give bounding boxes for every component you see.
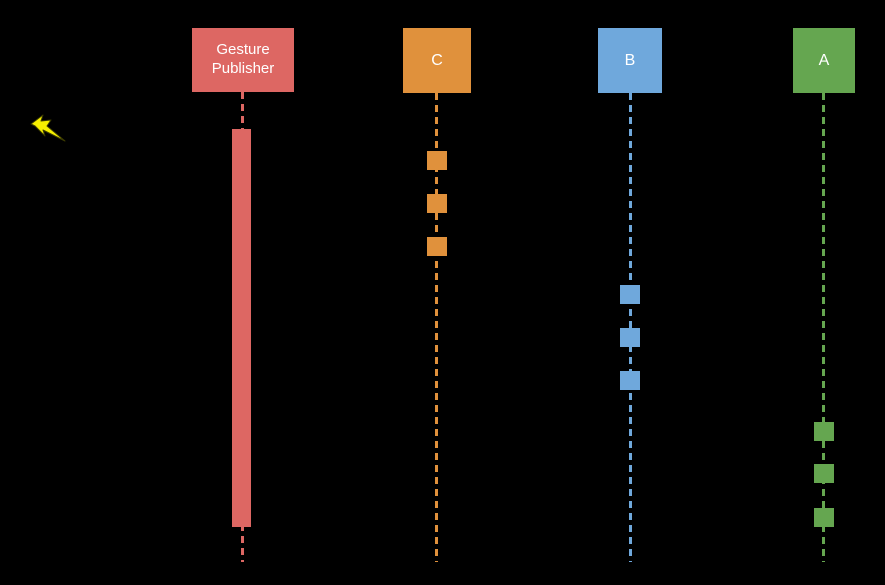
actor-gesture-publisher: Gesture Publisher <box>192 28 294 92</box>
actor-b: B <box>598 28 662 93</box>
actor-c: C <box>403 28 471 93</box>
lifeline-a <box>822 93 825 562</box>
activation-marker-c-2 <box>427 194 447 213</box>
actor-a: A <box>793 28 855 93</box>
actor-label-gesture-publisher: Gesture Publisher <box>211 41 275 77</box>
activation-marker-a-2 <box>814 464 834 483</box>
activation-bar-gesture-publisher <box>232 129 251 527</box>
activation-marker-c-1 <box>427 151 447 170</box>
lightning-bolt-icon <box>30 114 66 142</box>
actor-label-c: C <box>431 51 443 69</box>
activation-marker-a-1 <box>814 422 834 441</box>
activation-marker-b-3 <box>620 371 640 390</box>
lifeline-b <box>629 93 632 562</box>
activation-marker-a-3 <box>814 508 834 527</box>
activation-marker-b-2 <box>620 328 640 347</box>
activation-marker-c-3 <box>427 237 447 256</box>
lifeline-c <box>435 93 438 562</box>
activation-marker-b-1 <box>620 285 640 304</box>
actor-label-b: B <box>624 51 636 69</box>
actor-label-a: A <box>818 51 830 69</box>
